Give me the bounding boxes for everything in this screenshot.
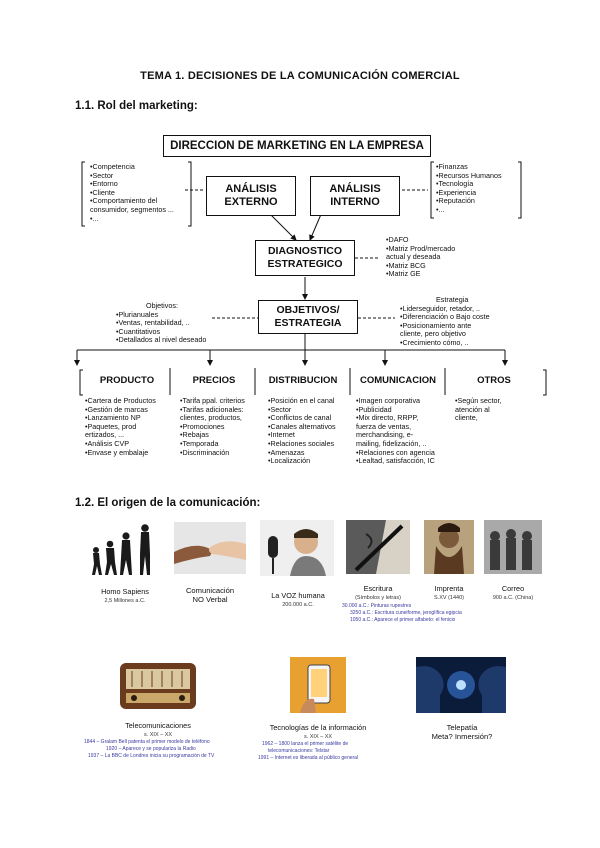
tic-note-2: telecomunicaciones: Telstar xyxy=(268,748,330,754)
analisis-interno-box: ANÁLISIS INTERNO xyxy=(310,176,400,216)
caption-escritura: Escritura(Símbolos y letras) xyxy=(355,584,401,601)
telecom-note-1: 1844 – Gralam Bell patenta el primer mod… xyxy=(84,739,210,745)
category-precios: PRECIOS xyxy=(192,375,236,386)
distribucion-list: •Posición en el canal•Sector•Conflictos … xyxy=(268,396,336,466)
objetivos-box: OBJETIVOS/ ESTRATEGIA xyxy=(258,300,358,334)
telecom-note-2: 1920 – Aparece y se populariza la Radio xyxy=(106,746,196,752)
voice-image xyxy=(260,520,334,576)
analisis-externo-box: ANÁLISIS EXTERNO xyxy=(206,176,296,216)
escritura-note-3: 1050 a.C.: Aparece el primer alfabeto: e… xyxy=(350,617,456,623)
telecom-note-3: 1937 – La BBC de Londres inicia su progr… xyxy=(88,753,215,759)
category-producto: PRODUCTO xyxy=(99,375,155,386)
section-heading-origen: 1.2. El origen de la comunicación: xyxy=(75,497,261,509)
precios-list: •Tarifa ppal. criterios•Tarifas adiciona… xyxy=(180,396,245,457)
diagram-header: DIRECCION DE MARKETING EN LA EMPRESA xyxy=(163,135,431,157)
telepathy-image xyxy=(416,657,506,713)
gutenberg-image xyxy=(424,520,474,574)
radio-image xyxy=(118,657,198,713)
internal-factors-list: •Finanzas•Recursos Humanos•Tecnología•Ex… xyxy=(436,162,502,214)
section-heading-rol: 1.1. Rol del marketing: xyxy=(75,100,198,112)
producto-list: •Cartera de Productos•Gestión de marcas•… xyxy=(85,396,156,457)
escritura-note-1: 30.000 a.C.: Pinturas rupestres xyxy=(342,603,412,609)
diagram-connectors xyxy=(74,161,547,396)
tic-note-1: 1962 – 1800 lanza el primer satélite de xyxy=(262,741,349,747)
escritura-note-2: 3250 a.C.: Escritura cuneiforme, jeroglí… xyxy=(350,610,462,616)
objectives-list: Objetivos: •Plurianuales•Ventas, rentabi… xyxy=(116,301,207,345)
strategy-list: Estrategia •Liderseguidor, retador, ..•D… xyxy=(400,295,490,347)
document-title: TEMA 1. DECISIONES DE LA COMUNICACIÓN CO… xyxy=(140,70,460,82)
comunicacion-list: •Imagen corporativa•Publicidad•Mix direc… xyxy=(356,396,435,466)
tic-note-3: 1991 – Internet es liberada al público g… xyxy=(258,755,359,761)
smartphone-image xyxy=(290,657,346,713)
external-factors-list: •Competencia•Sector•Entorno•Cliente•Comp… xyxy=(90,162,174,223)
hands-image xyxy=(174,522,246,574)
writing-image xyxy=(346,520,410,574)
category-otros: OTROS xyxy=(477,375,511,386)
evolution-image xyxy=(88,520,162,576)
diagnostico-box: DIAGNOSTICO ESTRATEGICO xyxy=(255,240,355,276)
mail-image xyxy=(484,520,542,574)
category-distribucion: DISTRIBUCION xyxy=(268,375,338,386)
category-comunicacion: COMUNICACION xyxy=(360,375,436,386)
